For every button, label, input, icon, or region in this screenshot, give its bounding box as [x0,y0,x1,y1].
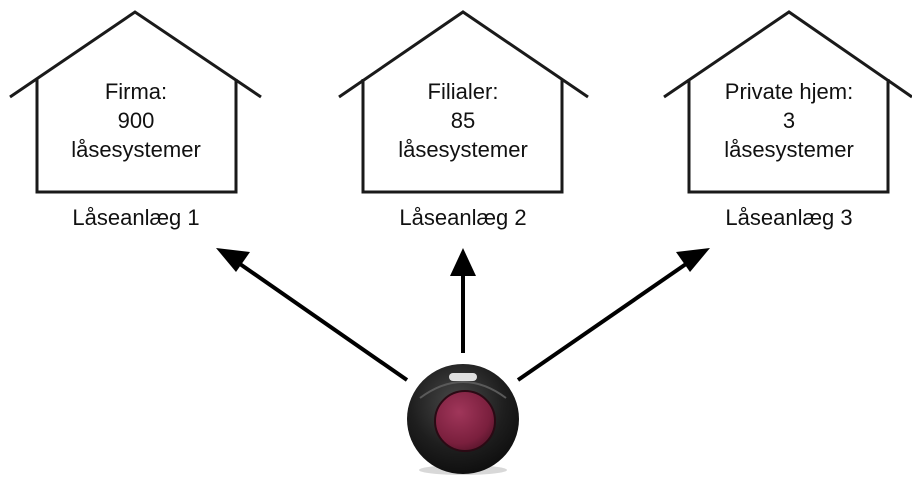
arrow-1-shaft [238,262,409,382]
house-2-roof [338,10,589,99]
house-2-unit: låsesystemer [398,137,528,162]
arrow-1-head [216,248,250,272]
house-1-title: Firma: [105,79,167,104]
remote-key-fob-icon [407,364,519,475]
arrow-3-shaft [516,262,688,382]
arrow-3-head [676,248,710,272]
house-2-count: 85 [451,108,475,133]
arrow-to-house-2 [450,248,476,353]
key-fob-rim-highlight [419,381,507,399]
house-1: Firma: 900 låsesystemer Låseanlæg 1 [9,10,262,230]
house-2: Filialer: 85 låsesystemer Låseanlæg 2 [338,10,589,230]
house-1-walls [35,79,238,194]
arrow-to-house-3 [516,248,710,382]
house-1-label: Låseanlæg 1 [72,205,199,230]
house-3-walls [687,79,890,194]
arrow-2-head [450,248,476,276]
house-1-unit: låsesystemer [71,137,201,162]
house-3-unit: låsesystemer [724,137,854,162]
arrow-to-house-1 [216,248,409,382]
house-2-walls [361,79,564,194]
house-1-roof [9,10,262,99]
house-3-roof [663,10,912,99]
house-3: Private hjem: 3 låsesystemer Låseanlæg 3 [663,10,912,230]
house-3-label: Låseanlæg 3 [725,205,852,230]
house-3-title: Private hjem: [725,79,853,104]
house-1-count: 900 [118,108,155,133]
key-fob-button [434,390,496,452]
key-fob-keyring-slot [449,373,477,381]
house-2-label: Låseanlæg 2 [399,205,526,230]
house-2-title: Filialer: [428,79,499,104]
house-3-count: 3 [783,108,795,133]
